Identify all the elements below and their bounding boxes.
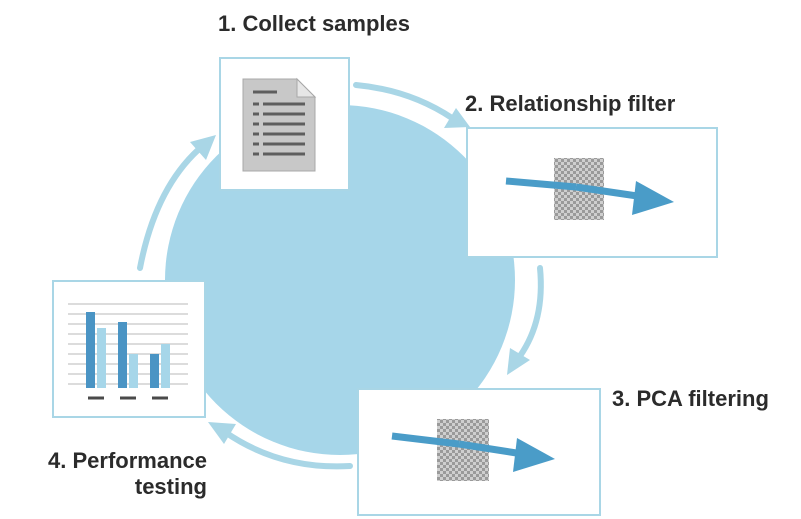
step-2-panel	[466, 127, 718, 258]
step-3-panel	[357, 388, 601, 516]
cycle-arrow-2-to-3	[517, 265, 544, 359]
cycle-arrow-1-to-2-head	[444, 108, 470, 128]
cycle-arrow-1-to-2	[353, 82, 455, 121]
step-1-text: Collect samples	[242, 11, 410, 36]
cycle-arrow-2-to-3-head	[507, 348, 530, 375]
step-3-number: 3.	[612, 386, 631, 411]
cycle-arrow-4-to-1-head	[190, 135, 216, 160]
step-3-text: PCA filtering	[636, 386, 769, 411]
step-4-label: 4. Performance testing	[17, 448, 207, 500]
step-4-text-1: Performance	[72, 448, 207, 473]
step-1-label: 1. Collect samples	[218, 11, 410, 37]
step-1-panel	[219, 57, 350, 191]
step-2-text: Relationship filter	[489, 91, 676, 116]
cycle-arrow-3-to-4	[222, 429, 353, 470]
step-4-line-1: 4. Performance	[17, 448, 207, 474]
cycle-arrows	[137, 82, 544, 470]
cycle-arrow-3-to-4-head	[208, 422, 236, 444]
cycle-arrow-4-to-1	[137, 147, 201, 271]
step-2-label: 2. Relationship filter	[465, 91, 675, 117]
step-4-text-2: testing	[134, 474, 207, 499]
filter-arrow-icon	[505, 158, 674, 220]
step-4-panel	[52, 280, 206, 418]
step-4-number: 4.	[48, 448, 67, 473]
step-2-number: 2.	[465, 91, 484, 116]
step-1-number: 1.	[218, 11, 237, 36]
document-icon	[242, 77, 317, 172]
cycle-circle	[165, 105, 515, 455]
bar-chart-icon	[68, 303, 188, 400]
filter-arrow-icon	[391, 419, 555, 481]
step-3-label: 3. PCA filtering	[612, 386, 769, 412]
